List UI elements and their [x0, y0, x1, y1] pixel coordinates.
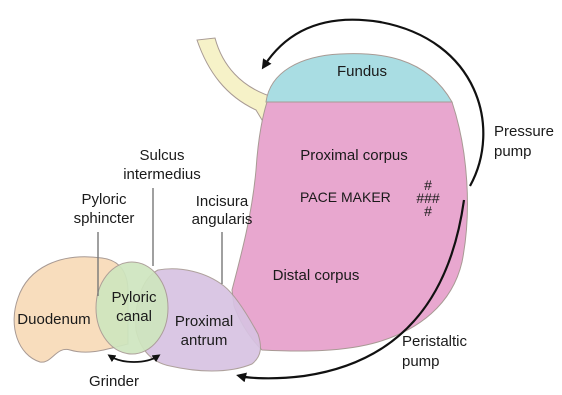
sulcus-label-line1: Sulcus [139, 147, 184, 164]
proximal-corpus-label: Proximal corpus [300, 147, 408, 164]
proximal-antrum-label-line2: antrum [181, 332, 228, 349]
peristaltic-pump-label-line1: Peristaltic [402, 333, 468, 350]
grinder-label: Grinder [89, 373, 139, 390]
distal-corpus-label: Distal corpus [273, 267, 360, 284]
pyloric-canal-label-line2: canal [116, 308, 152, 325]
pressure-pump-label-line1: Pressure [494, 123, 554, 140]
pyloric-canal-label-line1: Pyloric [111, 289, 157, 306]
pyloric-sphincter-label-line2: sphincter [74, 210, 135, 227]
pyloric-sphincter-label-line1: Pyloric [81, 191, 127, 208]
incisura-label-line2: angularis [192, 211, 253, 228]
sulcus-label-line2: intermedius [123, 166, 201, 183]
pressure-pump-label-line2: pump [494, 143, 532, 160]
peristaltic-pump-label-line2: pump [402, 353, 440, 370]
corpus-region [232, 102, 467, 351]
pacemaker-label: PACE MAKER [300, 189, 391, 205]
pacemaker-mark-3: # [424, 203, 432, 219]
incisura-label-line1: Incisura [196, 193, 249, 210]
duodenum-label: Duodenum [17, 311, 90, 328]
esophagus-region [197, 38, 276, 120]
proximal-antrum-label-line1: Proximal [175, 313, 233, 330]
fundus-label: Fundus [337, 63, 387, 80]
